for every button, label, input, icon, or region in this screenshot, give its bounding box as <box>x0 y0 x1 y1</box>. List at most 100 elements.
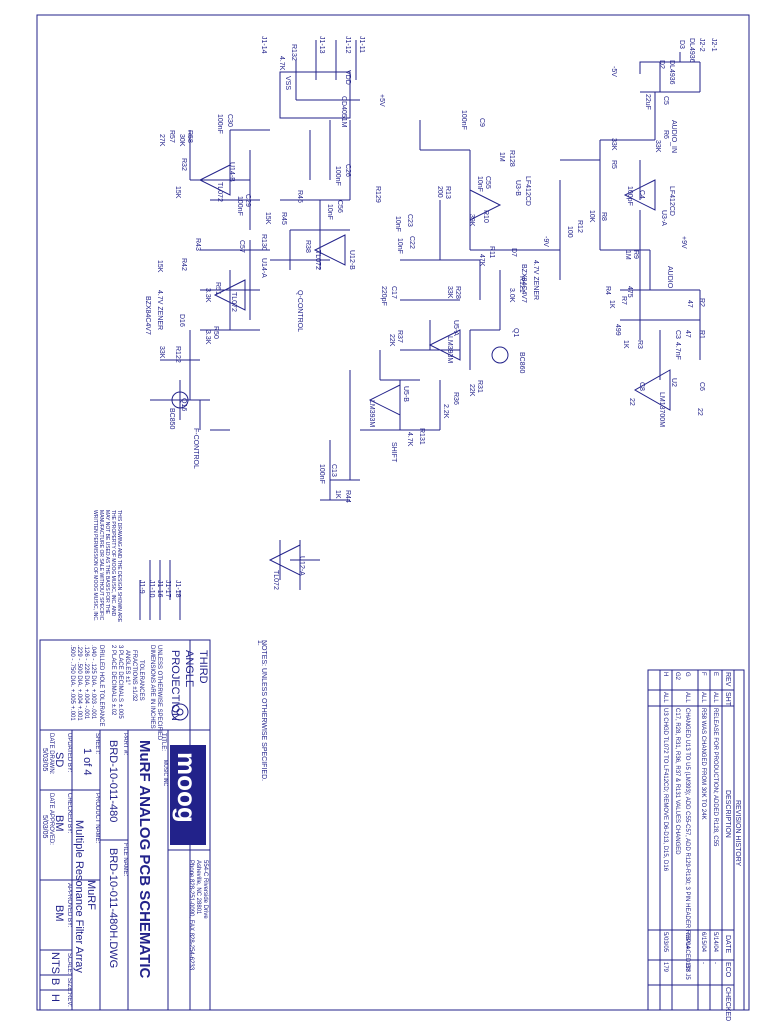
component-label-pos9: +9V <box>680 236 687 249</box>
component-label-c4v: 100pF <box>626 186 633 206</box>
component-label-c9: C9 <box>478 118 485 127</box>
component-label-r5v: 33K <box>610 138 617 151</box>
rev-label: REV: <box>66 993 72 1007</box>
component-label-tl072a: TL072 <box>216 182 223 202</box>
component-label-r43: R43 <box>194 238 201 251</box>
part-label: PART #: <box>122 733 128 755</box>
component-label-u14b: U14-B <box>228 162 235 182</box>
component-label-j2-2: J2-2 <box>698 38 705 52</box>
component-label-c9v: 100nF <box>460 110 467 130</box>
component-label-r32v: 15K <box>174 186 181 199</box>
company-address-2: Asheville, NC 28801 <box>195 860 201 915</box>
updated-by: SD <box>53 752 65 767</box>
component-label-shift: SHIFT <box>390 442 397 463</box>
revision-row-2-desc: R58 WAS CHANGED FROM 30K TO 24K <box>700 708 706 820</box>
rev-header-sht: SHT <box>724 692 731 707</box>
part-number: BRD-10-011-480 <box>107 740 119 822</box>
revision-row-3-rev: G <box>684 672 690 677</box>
component-label-j1-14: J1-14 <box>260 36 267 54</box>
component-label-c6: C6 <box>698 382 705 391</box>
ic-u1 <box>279 71 351 119</box>
revision-row-5-sht: ALL <box>662 692 668 703</box>
product-description: Multiple Resonance Filter Array <box>73 820 85 973</box>
tol-header: TOLERANCES <box>138 660 144 701</box>
revision-row-3-date: 7/8/04 <box>684 932 690 949</box>
comparator-u5a <box>428 329 461 361</box>
component-label-r42: R42 <box>180 258 187 271</box>
opamp-u14a <box>213 279 246 311</box>
component-label-r44v: 1K <box>334 490 341 499</box>
revision-row-5-desc: U3 CHGD TL072 TO LF412CD; REMOVE D6-D13,… <box>662 708 668 872</box>
component-label-zener-a: BZX84C4V7 <box>520 264 527 303</box>
rev-header-checked: CHECKED <box>724 987 731 1021</box>
component-label-tl072b: TL072 <box>314 250 321 270</box>
revision-row-4-rev: G2 <box>674 672 680 681</box>
component-label-r11: R11 <box>488 246 495 258</box>
component-label-r5: R5 <box>610 160 617 169</box>
revision-row-3-eco: 133 <box>684 962 690 973</box>
component-label-u5b: U5-B <box>402 386 409 402</box>
component-label-r8v: 10K <box>588 210 595 223</box>
component-label-c56: C56 <box>336 200 343 213</box>
component-label-r4: R4 <box>604 286 611 295</box>
opamp-u12b <box>313 234 346 266</box>
component-label-d2: D2 <box>658 60 665 69</box>
component-label-u5a: U5-A <box>452 320 459 336</box>
revision-row-3-desc: CHANGED U13 TO U5 (LM393); ADD C55-C57, … <box>684 708 690 980</box>
component-label-layer: J2-1J2-2DL4936DL4936D2D3C522uFAUDIO_INR6… <box>138 36 717 598</box>
tol-2-place: 2 PLACE DECIMALS ±.02 <box>110 645 116 716</box>
component-label-r2: R2 <box>698 298 705 307</box>
revision-row-2-rev: F <box>700 672 706 676</box>
proprietary-line-1: THIS DRAWING AND THE DESIGN SHOWN ARE <box>116 510 122 623</box>
component-label-c26v: 100nF <box>334 166 341 186</box>
component-label-c29: C29 <box>244 194 251 207</box>
component-label-r28v: 33K <box>446 286 453 299</box>
approved-label: APPROVED BY: <box>66 883 72 928</box>
component-label-c26: C26 <box>344 164 351 177</box>
approved-by: BM <box>53 905 65 922</box>
component-label-r32: R32 <box>180 158 187 171</box>
component-label-r122: R122 <box>174 346 181 363</box>
projection-symbol-icon <box>171 703 189 721</box>
component-label-zener-b2: 4.7V ZENER <box>156 290 163 330</box>
component-label-u1-vdd: VDD <box>344 70 351 85</box>
component-label-c17v: 220pF <box>380 286 387 306</box>
component-label-r36v: 2.2K <box>442 404 449 419</box>
component-label-c55v: 10nF <box>476 176 483 192</box>
component-label-r1v: 47 <box>684 330 691 338</box>
revision-row-5-eco: 179 <box>662 962 668 973</box>
moog-logo-text: moog <box>172 752 202 823</box>
component-label-bc860: BC860 <box>518 352 525 374</box>
component-label-r131v: 4.7K <box>406 432 413 447</box>
component-label-u12a: U12-A <box>298 556 305 576</box>
company-address-1: 554-C Riverside Drive <box>202 860 208 919</box>
proprietary-line-5: WRITTEN PERMISSION OF MOOG MUSIC, INC. <box>92 510 98 621</box>
size-label: SIZE: <box>66 978 72 993</box>
component-label-c4: C4 <box>638 190 645 199</box>
component-label-u3b: U3-B <box>514 180 521 196</box>
revision-row-1-eco: - <box>712 962 718 964</box>
revision-row-5-date: 5/03/05 <box>662 932 668 953</box>
revision-history-table: REVISION HISTORY REV SHT DESCRIPTION DAT… <box>647 669 745 1021</box>
component-label-r2v: 47 <box>686 300 693 308</box>
component-label-j1-17: J1-17 <box>164 580 171 598</box>
component-label-r50: R50 <box>212 326 219 339</box>
component-label-u14a: U14-A <box>260 258 267 278</box>
component-label-c23v: 10nF <box>394 216 401 232</box>
scale-value: NTS <box>49 952 61 974</box>
component-label-q-control: Q-CONTROL <box>296 290 303 332</box>
date-drawn-label: DATE DRAWN: <box>48 733 54 775</box>
revision-row-4-desc: C17, R28, R31, R36, R37 & R131 VALUES CH… <box>674 708 680 855</box>
component-label-neg9: -9V <box>542 236 549 247</box>
size-value: B <box>49 978 61 985</box>
component-label-q16: Q16 <box>180 398 187 411</box>
sheet-label: SHEET: <box>94 733 100 754</box>
rev-header-rev: REV <box>724 672 731 687</box>
drill-tol-3: .229 - .500 DIA. +.004 +.001 <box>76 645 82 721</box>
component-label-c22v: 10nF <box>396 238 403 254</box>
opamp-u14b <box>198 164 231 196</box>
component-label-r132: R132 <box>290 44 297 61</box>
component-label-dl4936-b: DL4936 <box>668 60 675 85</box>
